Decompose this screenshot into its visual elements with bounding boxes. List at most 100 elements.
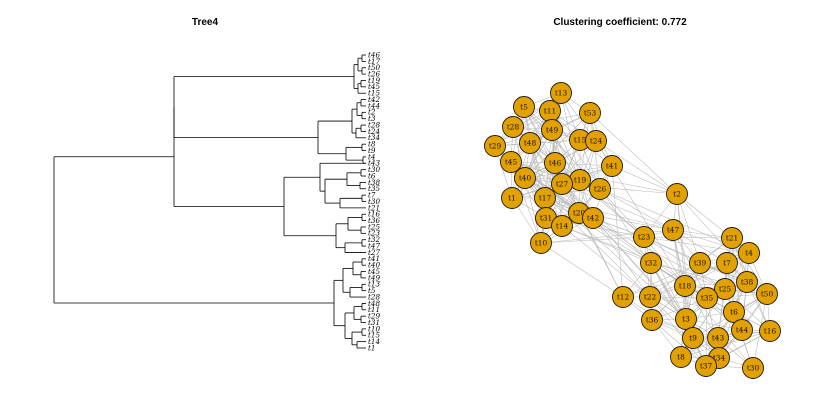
network-edge (540, 179, 581, 244)
node-circle (633, 226, 655, 248)
dendrogram-branches (53, 54, 366, 349)
node-circle (585, 130, 607, 152)
node-label: t13 (555, 89, 568, 98)
network-edge (544, 197, 674, 231)
network-title: Clustering coefficient: 0.772 (553, 17, 687, 28)
node-label: t32 (645, 259, 657, 268)
node-circle (640, 252, 662, 274)
leaf-label: t23 (368, 229, 380, 238)
leaf-label: t17 (368, 57, 380, 66)
network-edge (540, 242, 624, 298)
node-circle (742, 357, 764, 379)
network-node: t11 (539, 100, 561, 122)
node-label: t43 (712, 334, 725, 343)
node-label: t45 (505, 158, 518, 167)
node-label: t18 (679, 282, 692, 291)
network-node: t4 (738, 242, 760, 264)
leaf-label: t9 (368, 146, 376, 155)
node-label: t9 (689, 334, 697, 343)
node-label: t27 (556, 180, 569, 189)
leaf-label: t45 (368, 82, 380, 91)
node-label: t8 (677, 353, 685, 362)
leaf-label: t43 (368, 159, 380, 168)
leaf-label: t28 (368, 292, 380, 301)
leaf-label: t46 (368, 50, 380, 59)
node-label: t40 (519, 174, 532, 183)
leaf-label: t28 (368, 120, 380, 129)
network-node: t24 (585, 130, 607, 152)
leaf-label: t25 (368, 222, 380, 231)
node-label: t5 (520, 103, 528, 112)
network-node: t19 (569, 169, 591, 191)
network-node: t36 (641, 309, 663, 331)
network-node: t48 (519, 132, 541, 154)
network-node: t18 (674, 275, 696, 297)
node-circle (721, 227, 743, 249)
node-label: t31 (540, 214, 552, 223)
network-node: t30 (742, 357, 764, 379)
network-node: t47 (662, 219, 684, 241)
network-edge (676, 193, 701, 264)
network-edge (561, 183, 652, 264)
leaf-label: t48 (368, 299, 380, 308)
node-label: t6 (730, 308, 738, 317)
leaf-label: t27 (368, 248, 380, 257)
node-circle (589, 178, 611, 200)
network-node: t25 (714, 278, 736, 300)
node-label: t24 (590, 137, 603, 146)
node-label: t20 (573, 209, 586, 218)
node-label: t36 (646, 316, 659, 325)
leaf-label: t4 (368, 152, 376, 161)
leaf-label: t8 (368, 140, 376, 149)
node-label: t41 (606, 162, 618, 171)
node-circle (689, 252, 711, 274)
network-node: t37 (695, 355, 717, 377)
node-label: t15 (574, 136, 587, 145)
network-edge (589, 112, 678, 195)
network-node: t29 (484, 135, 506, 157)
leaf-label: t36 (368, 216, 380, 225)
leaf-label: t30 (368, 165, 380, 174)
network-node: t28 (502, 116, 524, 138)
leaf-label: t32 (368, 235, 380, 244)
node-label: t44 (736, 326, 749, 335)
network-node: t38 (736, 271, 758, 293)
node-circle (502, 116, 524, 138)
node-label: t30 (747, 364, 760, 373)
node-circle (756, 283, 778, 305)
network-edge (622, 262, 728, 298)
node-label: t22 (644, 293, 656, 302)
network-node: t23 (633, 226, 655, 248)
network-edge (651, 319, 707, 367)
network-node: t13 (550, 82, 572, 104)
node-circle (612, 286, 634, 308)
node-circle (530, 232, 552, 254)
network-node: t10 (530, 232, 552, 254)
node-circle (514, 167, 536, 189)
node-circle (759, 320, 781, 342)
network-edge (523, 106, 581, 181)
leaf-label: t5 (368, 286, 376, 295)
network-edge (599, 188, 674, 231)
node-label: t39 (694, 259, 707, 268)
node-label: t42 (587, 214, 599, 223)
network-edge (561, 225, 651, 298)
dendrogram-title: Tree4 (192, 17, 219, 28)
node-label: t4 (745, 249, 753, 258)
node-label: t1 (508, 194, 516, 203)
network-node: t8 (670, 346, 692, 368)
network-node: t14 (551, 215, 573, 237)
network-node: t53 (579, 102, 601, 124)
network-edge (643, 236, 733, 239)
network-node: t3 (675, 308, 697, 330)
leaf-label: t3 (368, 114, 376, 123)
node-circle (513, 96, 535, 118)
leaf-label: t45 (368, 267, 380, 276)
network-edge (524, 177, 542, 244)
node-label: t7 (723, 259, 731, 268)
leaf-label: t15 (368, 331, 380, 340)
network-node: t42 (582, 207, 604, 229)
network-edge (622, 262, 701, 298)
